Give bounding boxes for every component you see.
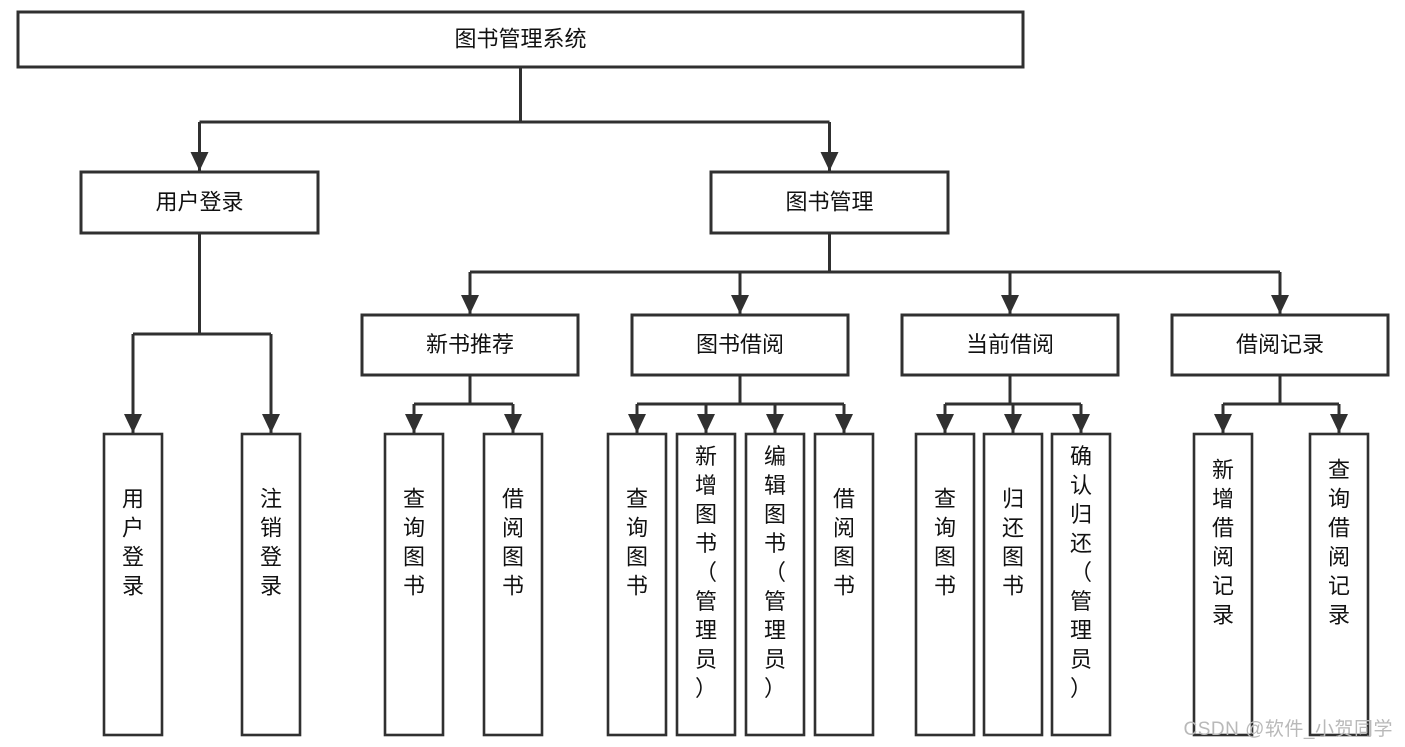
node-label: 查询图书 <box>403 486 425 598</box>
arrow-head-icon <box>697 414 715 433</box>
node-leaf-borrow-book-1[interactable]: 借阅图书 <box>482 432 544 737</box>
node-box[interactable] <box>102 432 164 737</box>
node-label: 编辑图书（管理员） <box>764 444 786 701</box>
node-box[interactable] <box>383 432 445 737</box>
node-label: 查询借阅记录 <box>1328 457 1350 627</box>
node-leaf-query-book-2[interactable]: 查询图书 <box>606 432 668 737</box>
node-leaf-return-book[interactable]: 归还图书 <box>982 432 1044 737</box>
node-label: 新书推荐 <box>426 332 514 357</box>
node-label: 图书管理 <box>785 189 873 214</box>
node-leaf-confirm-return[interactable]: 确认归还（管理员） <box>1050 432 1112 737</box>
node-label: 图书管理系统 <box>454 26 586 51</box>
node-leaf-user-logout[interactable]: 注销登录 <box>240 432 302 737</box>
connector-layer <box>124 67 1348 433</box>
node-label: 查询图书 <box>934 486 956 598</box>
arrow-head-icon <box>1001 295 1019 314</box>
node-box[interactable] <box>79 170 320 235</box>
node-new-book-recommend[interactable]: 新书推荐 <box>360 313 580 377</box>
arrow-head-icon <box>1004 414 1022 433</box>
node-layer: 图书管理系统用户登录图书管理新书推荐图书借阅当前借阅借阅记录用户登录注销登录查询… <box>16 10 1390 737</box>
arrow-head-icon <box>1330 414 1348 433</box>
node-box[interactable] <box>1192 432 1254 737</box>
arrow-head-icon <box>1214 414 1232 433</box>
node-leaf-query-book-3[interactable]: 查询图书 <box>914 432 976 737</box>
arrow-head-icon <box>936 414 954 433</box>
node-label: 借阅图书 <box>502 486 524 598</box>
node-book-manage[interactable]: 图书管理 <box>709 170 950 235</box>
node-root[interactable]: 图书管理系统 <box>16 10 1025 69</box>
node-label: 借阅记录 <box>1236 332 1324 357</box>
arrow-head-icon <box>262 414 280 433</box>
node-box[interactable] <box>982 432 1044 737</box>
node-label: 新增借阅记录 <box>1212 457 1234 627</box>
node-leaf-add-record[interactable]: 新增借阅记录 <box>1192 432 1254 737</box>
node-label: 归还图书 <box>1002 486 1024 598</box>
arrow-head-icon <box>405 414 423 433</box>
node-label: 注销登录 <box>260 486 282 598</box>
arrow-head-icon <box>766 414 784 433</box>
node-leaf-borrow-book-2[interactable]: 借阅图书 <box>813 432 875 737</box>
arrow-head-icon <box>628 414 646 433</box>
node-box[interactable] <box>1050 432 1112 737</box>
node-borrow-record[interactable]: 借阅记录 <box>1170 313 1390 377</box>
arrow-head-icon <box>835 414 853 433</box>
arrow-head-icon <box>1072 414 1090 433</box>
node-leaf-edit-book[interactable]: 编辑图书（管理员） <box>744 432 806 737</box>
node-box[interactable] <box>16 10 1025 69</box>
node-label: 当前借阅 <box>966 332 1054 357</box>
arrow-head-icon <box>820 152 839 171</box>
node-box[interactable] <box>630 313 850 377</box>
node-box[interactable] <box>914 432 976 737</box>
node-box[interactable] <box>606 432 668 737</box>
arrow-head-icon <box>190 152 209 171</box>
arrow-head-icon <box>731 295 749 314</box>
node-box[interactable] <box>744 432 806 737</box>
node-box[interactable] <box>482 432 544 737</box>
node-label: 图书借阅 <box>696 332 784 357</box>
arrow-head-icon <box>124 414 142 433</box>
node-box[interactable] <box>240 432 302 737</box>
node-box[interactable] <box>813 432 875 737</box>
node-label: 借阅图书 <box>833 486 855 598</box>
node-box[interactable] <box>709 170 950 235</box>
node-label: 查询图书 <box>626 486 648 598</box>
node-label: 新增图书（管理员） <box>695 444 717 701</box>
node-box[interactable] <box>1308 432 1370 737</box>
node-leaf-user-login[interactable]: 用户登录 <box>102 432 164 737</box>
node-leaf-add-book[interactable]: 新增图书（管理员） <box>675 432 737 737</box>
node-leaf-query-book-1[interactable]: 查询图书 <box>383 432 445 737</box>
node-box[interactable] <box>900 313 1120 377</box>
node-current-borrow[interactable]: 当前借阅 <box>900 313 1120 377</box>
node-label: 用户登录 <box>122 486 144 598</box>
arrow-head-icon <box>461 295 479 314</box>
node-box[interactable] <box>360 313 580 377</box>
arrow-head-icon <box>1271 295 1289 314</box>
arrow-head-icon <box>504 414 522 433</box>
node-box[interactable] <box>675 432 737 737</box>
node-label: 用户登录 <box>155 189 243 214</box>
node-box[interactable] <box>1170 313 1390 377</box>
node-book-borrow[interactable]: 图书借阅 <box>630 313 850 377</box>
node-label: 确认归还（管理员） <box>1070 444 1092 701</box>
node-leaf-query-record[interactable]: 查询借阅记录 <box>1308 432 1370 737</box>
node-user-login[interactable]: 用户登录 <box>79 170 320 235</box>
